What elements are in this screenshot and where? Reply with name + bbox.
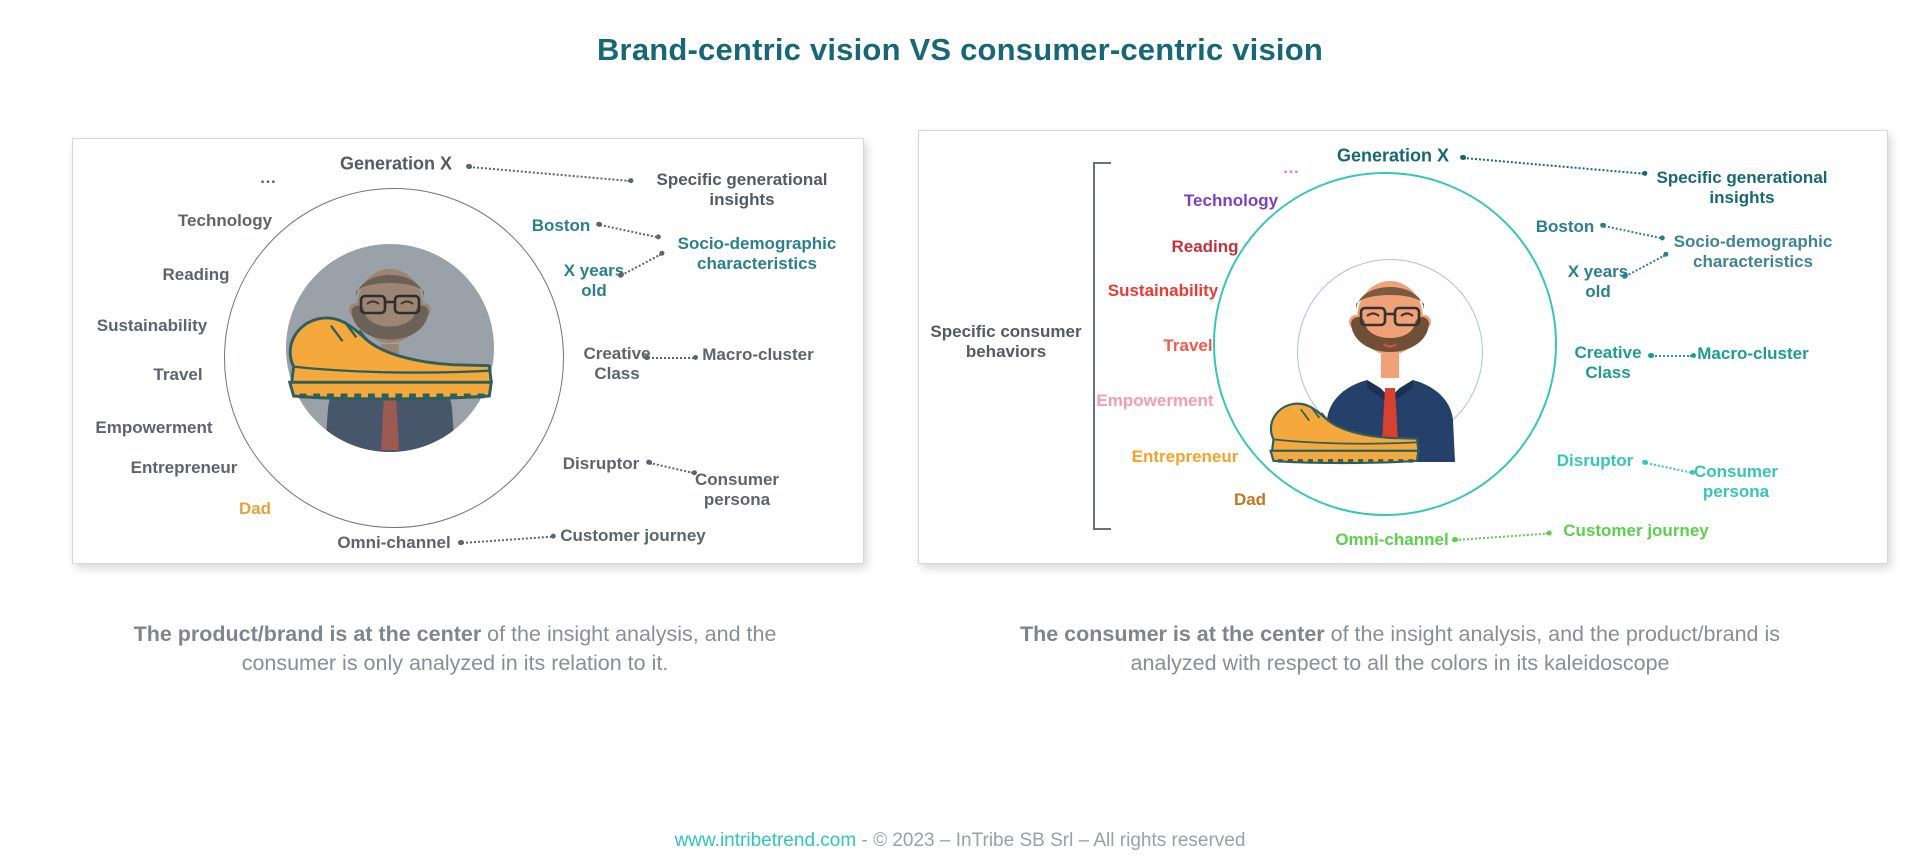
tag-technology: Technology [177,210,273,230]
caption-rest-text: of the insight analysis, and the product… [1130,622,1781,676]
label-specific-generational-insights: Specific generational insights [1656,167,1828,207]
page-title: Brand-centric vision VS consumer-centric… [596,32,1324,67]
tag-boston: Boston [531,215,591,235]
tag-dad: Dad [1233,489,1267,509]
label-consumer-persona: Consumer persona [1693,461,1779,501]
tag-empowerment: Empowerment [1096,390,1214,410]
label-specific-generational-insights: Specific generational insights [656,169,828,209]
label-macro-cluster: Macro-cluster [1697,343,1809,363]
dotted-connector [644,354,698,361]
tag-creative-class: Creative Class [1574,342,1642,382]
website-link[interactable]: www.intribetrend.com [674,830,857,851]
tag-reading: Reading [1171,236,1239,256]
tag-ellipsis: … [259,167,277,187]
caption-bold-text: The consumer is at the center [1019,622,1325,646]
label-macro-cluster: Macro-cluster [702,344,814,364]
copyright-text: © 2023 – InTribe SB Srl – All rights res… [873,830,1246,851]
tag-disruptor: Disruptor [562,453,640,473]
tag-x-years-old: X years old [1567,261,1629,301]
caption-rest-text: of the insight analysis, and the consume… [241,622,777,676]
brand-sneaker-icon [287,316,493,401]
caption-bold-text: The product/brand is at the center [133,622,482,646]
tag-sustainability: Sustainability [1107,280,1219,300]
label-specific-consumer-behaviors: Specific consumer behaviors [930,321,1082,361]
tag-travel: Travel [1163,335,1213,355]
tag-generation-x: Generation X [339,153,453,174]
tag-sustainability: Sustainability [96,315,208,335]
behaviors-bracket [1093,162,1111,530]
consumer-outer-circle [1213,172,1557,516]
tag-boston: Boston [1535,216,1595,236]
tag-entrepreneur: Entrepreneur [1131,446,1239,466]
consumer-centric-caption: The consumer is at the center of the ins… [1000,620,1800,678]
tag-reading: Reading [162,264,230,284]
label-consumer-persona: Consumer persona [694,469,780,509]
tag-travel: Travel [153,364,203,384]
label-customer-journey: Customer journey [560,525,706,545]
label-socio-demographic-characteristics: Socio-demographic characteristics [1673,231,1833,271]
tag-dad: Dad [238,498,272,518]
footer-separator: - [856,830,874,851]
brand-panel-outline-circle [224,188,564,528]
brand-centric-caption: The product/brand is at the center of th… [110,620,800,678]
tag-generation-x: Generation X [1336,145,1450,166]
label-socio-demographic-characteristics: Socio-demographic characteristics [677,233,837,273]
tag-technology: Technology [1183,190,1279,210]
tag-omni-channel: Omni-channel [337,532,451,552]
dotted-connector [1648,352,1696,359]
tag-entrepreneur: Entrepreneur [130,457,238,477]
tag-creative-class: Creative Class [583,343,651,383]
tag-omni-channel: Omni-channel [1335,529,1449,549]
tag-empowerment: Empowerment [95,417,213,437]
tag-disruptor: Disruptor [1556,450,1634,470]
tag-ellipsis: … [1282,157,1300,177]
footer: www.intribetrend.com - © 2023 – InTribe … [0,830,1920,852]
tag-x-years-old: X years old [563,260,625,300]
label-customer-journey: Customer journey [1563,520,1709,540]
